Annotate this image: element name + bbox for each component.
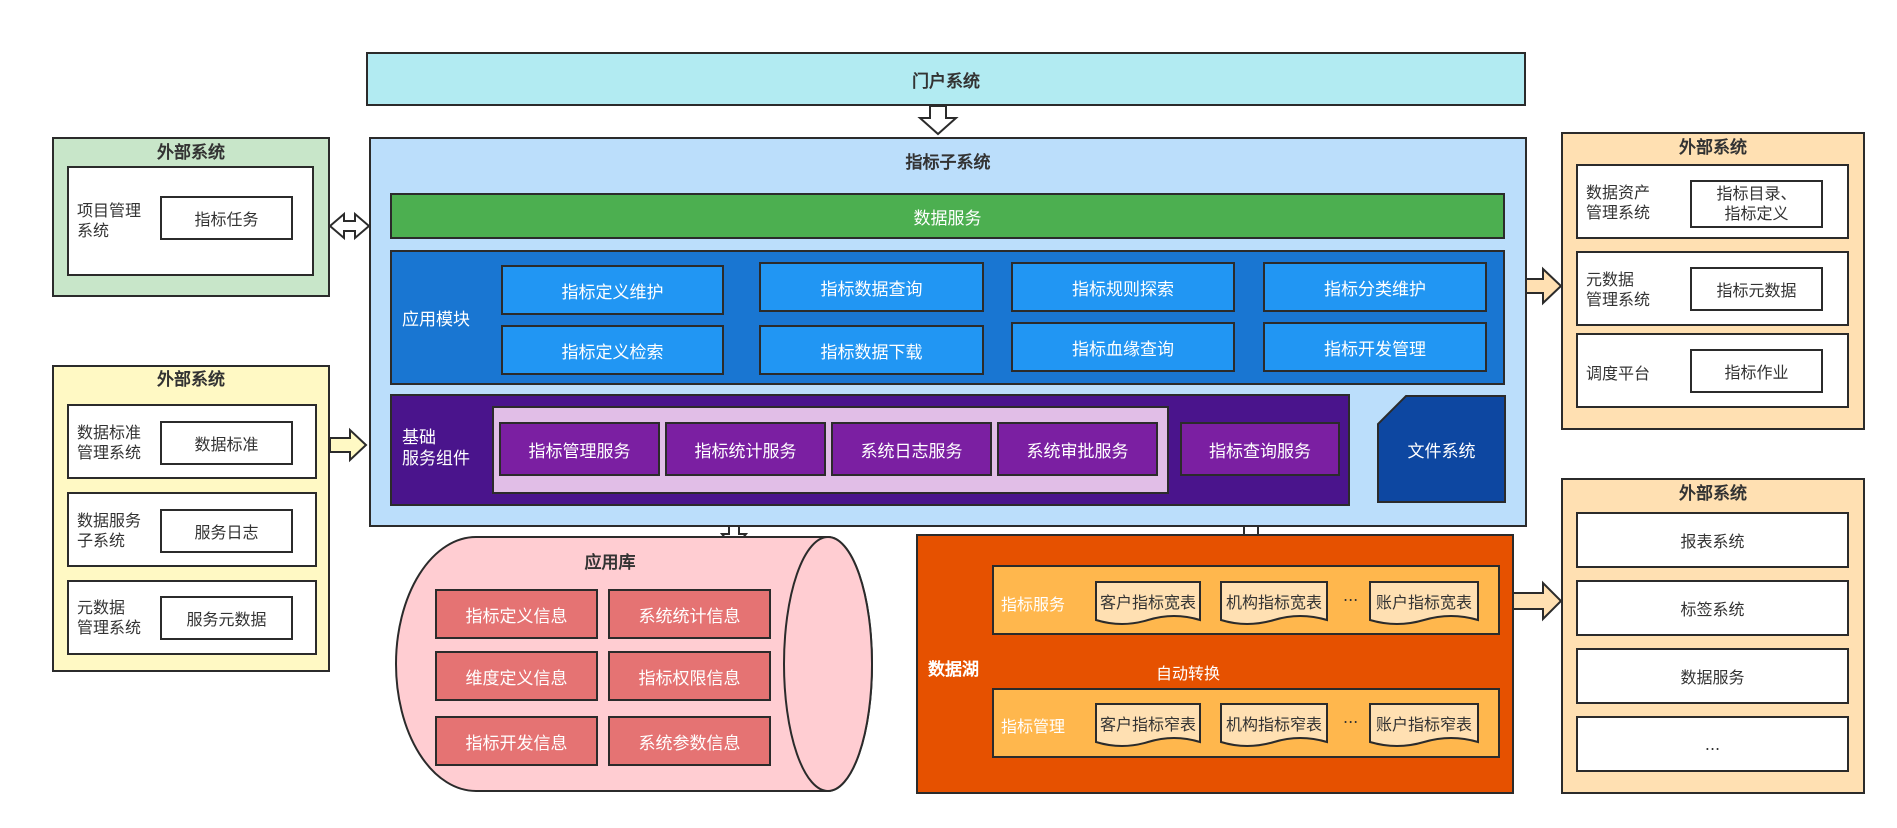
- base-service-label: 基础 服务组件: [402, 428, 470, 470]
- ext-left-top-item[interactable]: 指标任务: [160, 196, 293, 240]
- app-item-define-maintain[interactable]: 指标定义维护: [501, 265, 724, 315]
- portal-down-arrow: [917, 105, 959, 136]
- app-item-data-query[interactable]: 指标数据查询: [759, 262, 984, 312]
- db-item[interactable]: 系统参数信息: [608, 716, 771, 766]
- app-item-lineage-query[interactable]: 指标血缘查询: [1011, 322, 1235, 372]
- app-item-rule-explore[interactable]: 指标规则探索: [1011, 262, 1235, 312]
- ext-left-mid-item[interactable]: 服务元数据: [160, 596, 293, 640]
- ext-right-bottom-item[interactable]: 报表系统: [1576, 512, 1849, 568]
- lake-manage-label: 指标管理: [1001, 717, 1066, 736]
- base-item-approve-service[interactable]: 系统审批服务: [997, 422, 1158, 476]
- ext-left-mid-title: 外部系统: [157, 369, 225, 390]
- base-item-stats-service[interactable]: 指标统计服务: [665, 422, 826, 476]
- ext-right-top-item[interactable]: 指标元数据: [1690, 267, 1823, 311]
- db-item[interactable]: 指标定义信息: [435, 589, 598, 639]
- lake-wide-table[interactable]: 机构指标宽表: [1225, 593, 1322, 612]
- auto-transform-label: 自动转换: [1156, 664, 1221, 683]
- file-system[interactable]: 文件系统: [1407, 441, 1476, 462]
- ext-right-bottom-item[interactable]: 数据服务: [1576, 648, 1849, 704]
- ext-right-top-item[interactable]: 指标目录、 指标定义: [1690, 180, 1823, 228]
- lake-wide-table[interactable]: 客户指标宽表: [1099, 593, 1196, 612]
- app-item-dev-manage[interactable]: 指标开发管理: [1263, 322, 1487, 372]
- base-item-log-service[interactable]: 系统日志服务: [831, 422, 992, 476]
- base-item-manage-service[interactable]: 指标管理服务: [499, 422, 660, 476]
- portal-system[interactable]: 门户系统: [366, 52, 1526, 106]
- ext-right-bottom-item[interactable]: 标签系统: [1576, 580, 1849, 636]
- app-db-title: 应用库: [584, 552, 636, 573]
- app-item-data-download[interactable]: 指标数据下载: [759, 325, 984, 375]
- data-lake-title: 数据湖: [928, 660, 979, 680]
- lake-service-ellipsis: ...: [1343, 586, 1359, 605]
- ext-right-top-item[interactable]: 指标作业: [1690, 349, 1823, 393]
- ext-right-top-system-label: 数据资产 管理系统: [1586, 183, 1651, 222]
- lake-service-label: 指标服务: [1001, 595, 1066, 614]
- app-module-label: 应用模块: [402, 310, 470, 330]
- ext-left-mid-item[interactable]: 服务日志: [160, 509, 293, 553]
- ext-left-top-system-label: 项目管理 系统: [77, 201, 142, 240]
- ext-left-top-title: 外部系统: [157, 142, 225, 163]
- ext-left-mid-arrow: [329, 427, 368, 463]
- data-service-bar[interactable]: 数据服务: [390, 193, 1505, 239]
- db-item[interactable]: 维度定义信息: [435, 651, 598, 701]
- ext-right-bottom-item[interactable]: ...: [1576, 716, 1849, 772]
- app-item-define-search[interactable]: 指标定义检索: [501, 325, 724, 375]
- ext-right-top-title: 外部系统: [1679, 137, 1747, 158]
- lake-manage-ellipsis: ...: [1343, 708, 1359, 727]
- db-item[interactable]: 指标权限信息: [608, 651, 771, 701]
- lake-narrow-table[interactable]: 机构指标窄表: [1225, 715, 1322, 734]
- ext-left-mid-item[interactable]: 数据标准: [160, 421, 293, 465]
- ext-right-top-system-label: 元数据 管理系统: [1586, 270, 1651, 309]
- ext-left-mid-system-label: 数据标准 管理系统: [77, 423, 142, 462]
- ext-left-mid-system-label: 元数据 管理系统: [77, 598, 142, 637]
- ext-right-top-system-label: 调度平台: [1586, 364, 1651, 383]
- ext-right-bottom-title: 外部系统: [1679, 483, 1747, 504]
- db-item[interactable]: 系统统计信息: [608, 589, 771, 639]
- indicator-subsystem-title: 指标子系统: [905, 152, 991, 173]
- db-item[interactable]: 指标开发信息: [435, 716, 598, 766]
- app-item-category-maintain[interactable]: 指标分类维护: [1263, 262, 1487, 312]
- ext-left-mid-system-label: 数据服务 子系统: [77, 511, 142, 550]
- lake-narrow-table[interactable]: 账户指标窄表: [1375, 715, 1472, 734]
- lake-narrow-table[interactable]: 客户指标窄表: [1099, 715, 1196, 734]
- query-service[interactable]: 指标查询服务: [1180, 422, 1340, 476]
- lake-wide-table[interactable]: 账户指标宽表: [1375, 593, 1472, 612]
